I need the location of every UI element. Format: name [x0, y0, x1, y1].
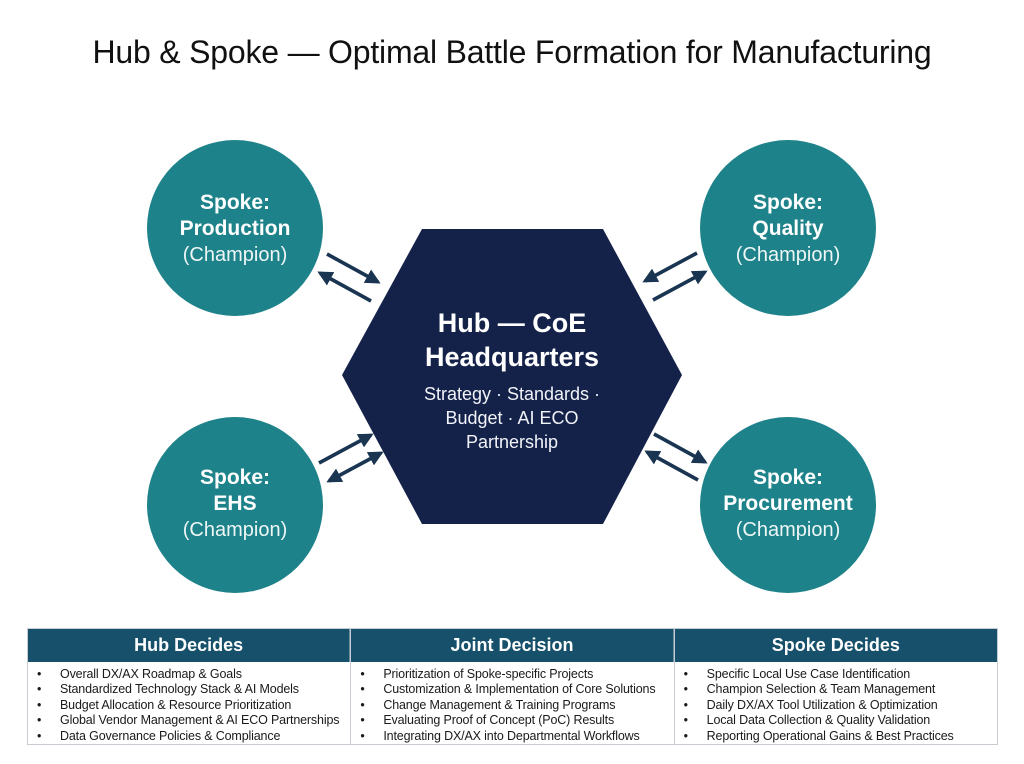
table-column-spoke-decides: Spoke Decides Specific Local Use Case Id… — [674, 629, 997, 744]
spoke-node-procurement[interactable] — [700, 417, 876, 593]
arrow-production-to-hub — [326, 252, 381, 284]
list-item: Evaluating Proof of Concept (PoC) Result… — [351, 713, 673, 729]
hub-title-line1: Hub — CoE — [437, 308, 587, 338]
spoke-node-quality[interactable] — [700, 140, 876, 316]
hub-label: Hub — CoE Headquarters Strategy · Standa… — [382, 306, 642, 454]
spoke-name: Procurement — [723, 492, 853, 515]
list-item: Integrating DX/AX into Departmental Work… — [351, 729, 673, 745]
hub-node[interactable] — [342, 229, 682, 524]
list-item: Specific Local Use Case Identification — [675, 667, 997, 683]
spoke-label-procurement: Spoke: Procurement (Champion) — [700, 465, 876, 543]
spoke-label-production: Spoke: Production (Champion) — [147, 190, 323, 268]
spoke-prefix: Spoke: — [752, 466, 823, 489]
list-item: Change Management & Training Programs — [351, 698, 673, 714]
column-header: Spoke Decides — [674, 629, 997, 662]
hub-desc-line2: Budget · AI ECO — [445, 408, 579, 428]
list-item: Global Vendor Management & AI ECO Partne… — [28, 713, 350, 729]
list-item: Overall DX/AX Roadmap & Goals — [28, 667, 350, 683]
column-body: Overall DX/AX Roadmap & Goals Standardiz… — [28, 662, 350, 744]
list-item: Champion Selection & Team Management — [675, 682, 997, 698]
list-item: Customization & Implementation of Core S… — [351, 682, 673, 698]
list-item: Local Data Collection & Quality Validati… — [675, 713, 997, 729]
arrow-ehs-to-hub — [318, 433, 374, 465]
spoke-role: (Champion) — [182, 244, 288, 266]
list-item: Daily DX/AX Tool Utilization & Optimizat… — [675, 698, 997, 714]
spoke-prefix: Spoke: — [199, 466, 270, 489]
spoke-node-production[interactable] — [147, 140, 323, 316]
spoke-prefix: Spoke: — [199, 191, 270, 214]
hub-title-line2: Headquarters — [424, 342, 600, 372]
spoke-name: Quality — [752, 217, 824, 240]
list-item: Budget Allocation & Resource Prioritizat… — [28, 698, 350, 714]
spoke-role: (Champion) — [182, 519, 288, 541]
column-header: Hub Decides — [28, 629, 351, 662]
list-item: Reporting Operational Gains & Best Pract… — [675, 729, 997, 745]
spoke-label-ehs: Spoke: EHS (Champion) — [147, 465, 323, 543]
arrow-hub-to-production — [317, 271, 372, 303]
spoke-label-quality: Spoke: Quality (Champion) — [700, 190, 876, 268]
list-item: Data Governance Policies & Compliance — [28, 729, 350, 745]
decision-rights-table: Hub Decides Overall DX/AX Roadmap & Goal… — [27, 628, 998, 745]
hub-desc-line3: Partnership — [465, 432, 559, 452]
spoke-prefix: Spoke: — [752, 191, 823, 214]
table-column-joint-decision: Joint Decision Prioritization of Spoke-s… — [351, 629, 675, 744]
arrow-procurement-to-hub — [644, 450, 699, 482]
column-body: Prioritization of Spoke-specific Project… — [351, 662, 673, 744]
hub-description: Strategy · Standards · Budget · AI ECO P… — [382, 382, 642, 454]
column-header: Joint Decision — [351, 629, 674, 662]
hub-desc-line1: Strategy · Standards · — [423, 384, 601, 404]
column-body: Specific Local Use Case Identification C… — [675, 662, 997, 744]
spoke-node-ehs[interactable] — [147, 417, 323, 593]
table-column-hub-decides: Hub Decides Overall DX/AX Roadmap & Goal… — [28, 629, 352, 744]
arrow-ehs-hub-bidirectional — [326, 451, 384, 483]
list-item: Standardized Technology Stack & AI Model… — [28, 682, 350, 698]
arrow-hub-to-quality — [642, 251, 698, 283]
arrow-quality-to-hub — [652, 270, 708, 302]
list-item: Prioritization of Spoke-specific Project… — [351, 667, 673, 683]
spoke-role: (Champion) — [735, 244, 841, 266]
arrow-hub-to-procurement — [653, 432, 708, 464]
page-title: Hub & Spoke — Optimal Battle Formation f… — [92, 34, 932, 70]
spoke-name: Production — [179, 217, 291, 240]
spoke-role: (Champion) — [735, 519, 841, 541]
spoke-name: EHS — [213, 492, 257, 515]
